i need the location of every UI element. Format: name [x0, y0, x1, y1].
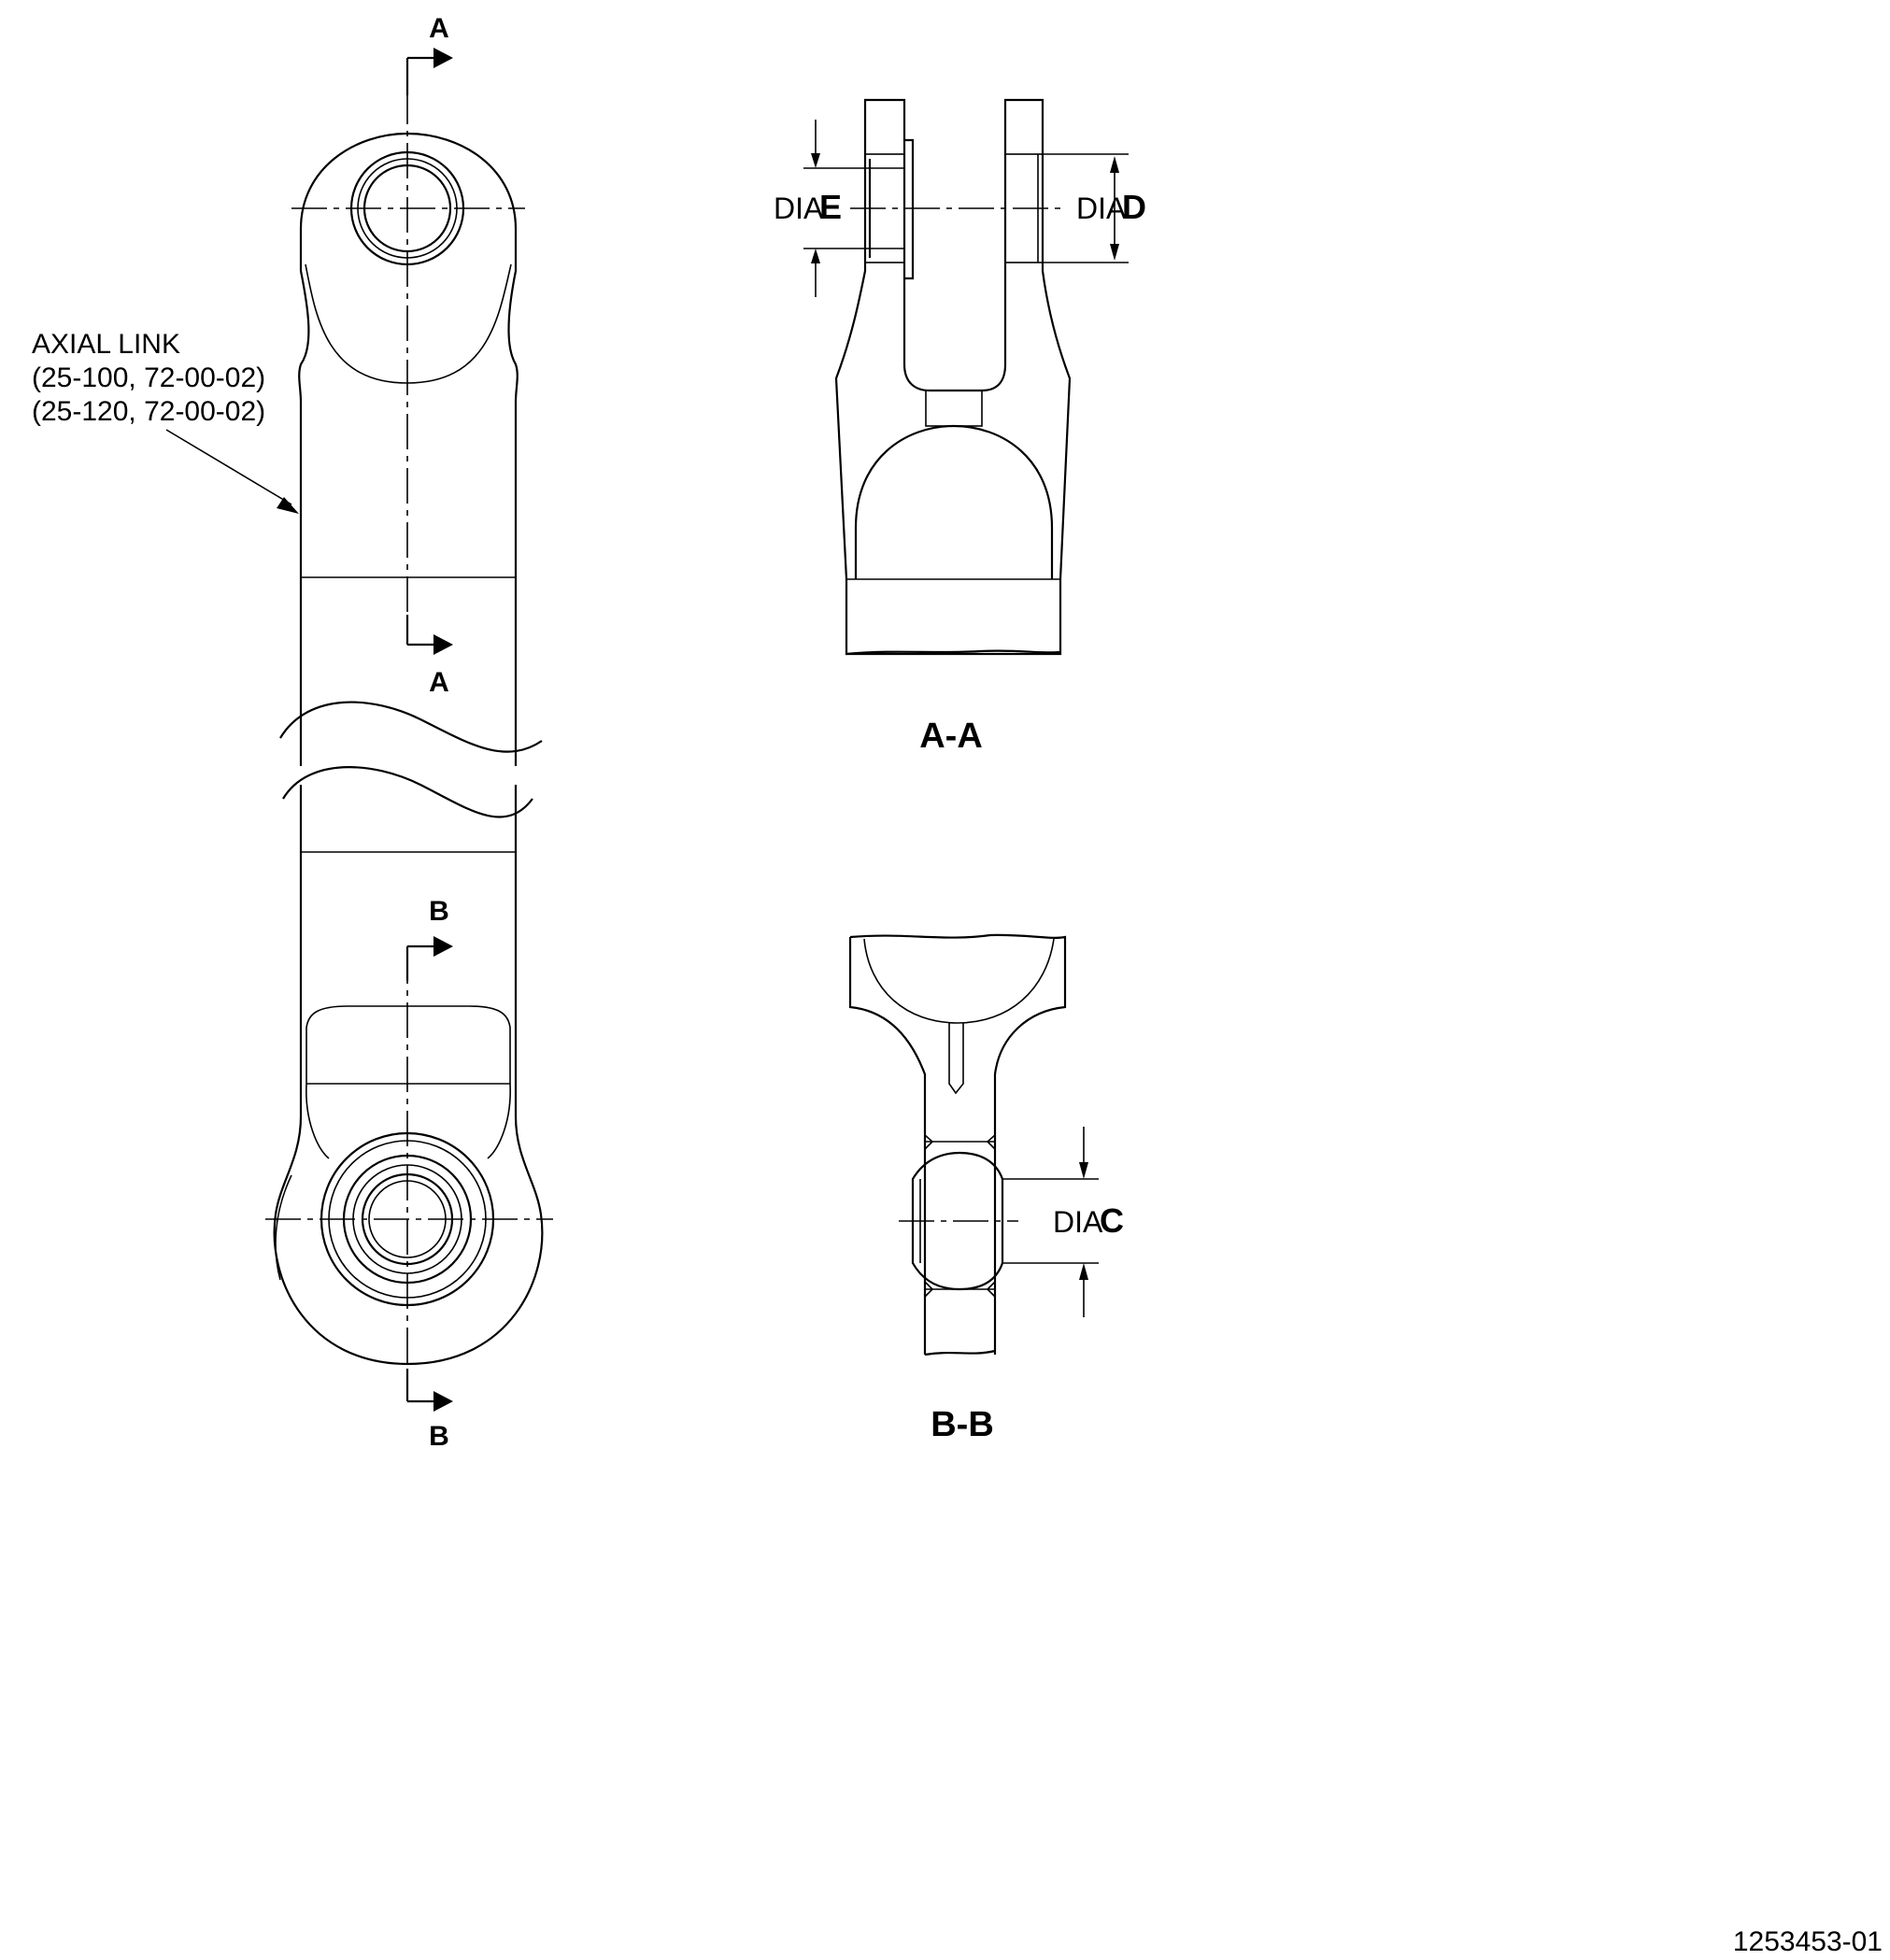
dim-d-prefix: DIA: [1076, 192, 1127, 225]
dim-d-letter: D: [1122, 188, 1146, 226]
dim-c-prefix: DIA: [1053, 1205, 1103, 1239]
section-arrow-b-top: [405, 936, 453, 981]
dim-e-prefix: DIA: [774, 192, 824, 225]
top-eye-outline: [298, 132, 408, 766]
section-a-letter-bottom: A: [429, 667, 449, 698]
label-leader: [165, 429, 292, 505]
dim-c-letter: C: [1100, 1201, 1124, 1240]
dim-e-letter: E: [819, 188, 842, 226]
section-view-a-a: DIA E DIA D A-A: [774, 98, 1146, 756]
section-arrow-a-bottom: [405, 615, 453, 655]
section-view-b-b: DIA C B-B: [848, 933, 1124, 1444]
section-a-a-caption: A-A: [919, 717, 983, 756]
section-a-letter-top: A: [429, 13, 449, 44]
section-arrow-a-top: [405, 48, 453, 95]
part-label-line-2: (25-100, 72-00-02): [32, 362, 265, 393]
part-label-line-1: AXIAL LINK: [32, 329, 180, 360]
section-b-letter-top: B: [429, 896, 449, 927]
drawing-number: 1253453-01: [1733, 1926, 1883, 1957]
main-view: A A B B AXIAL LINK (25-100, 72-00-02) (2…: [32, 13, 553, 1452]
section-b-b-caption: B-B: [931, 1405, 994, 1444]
break-line-lower: [282, 766, 533, 818]
section-arrow-b-bottom: [405, 1369, 453, 1412]
part-label-line-3: (25-120, 72-00-02): [32, 396, 265, 427]
break-line-upper: [279, 701, 543, 753]
section-b-letter-bottom: B: [429, 1421, 449, 1452]
